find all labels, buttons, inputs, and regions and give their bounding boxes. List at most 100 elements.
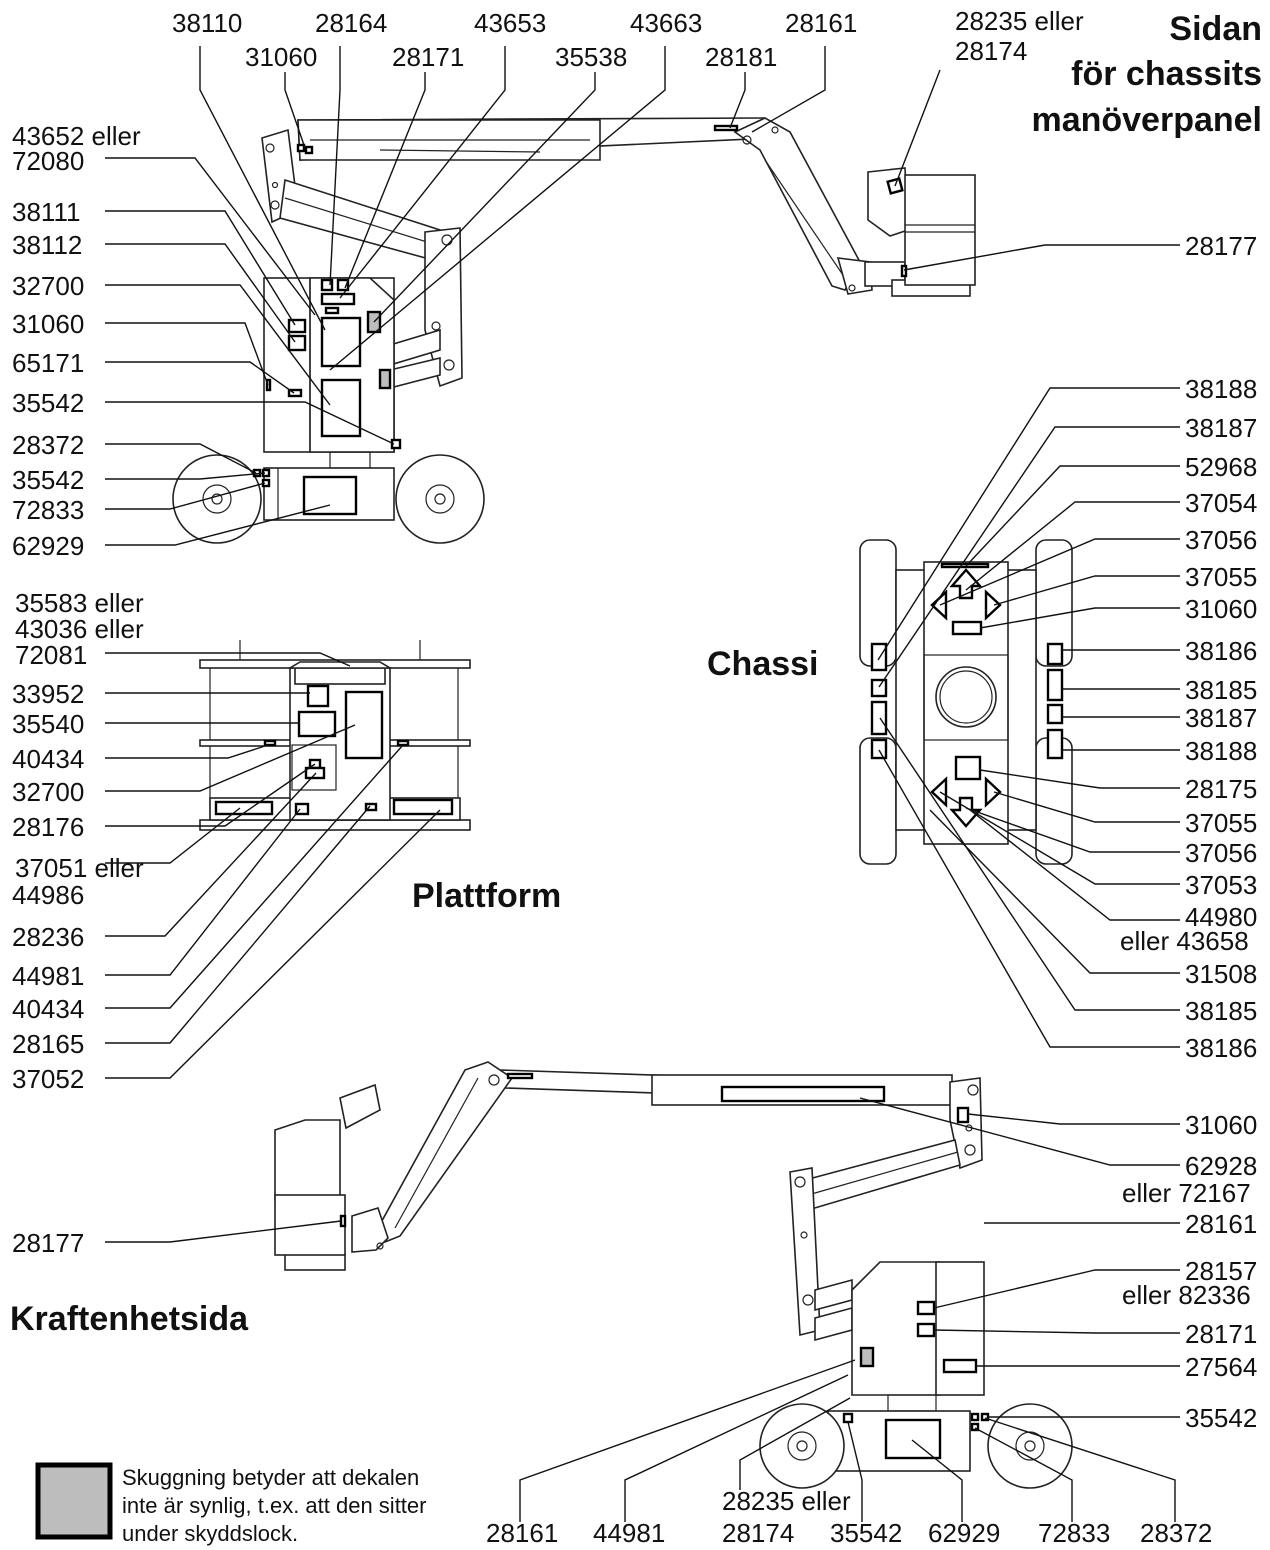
leader-lines	[105, 46, 1180, 1522]
label-28174: 28174	[955, 36, 1027, 66]
chassis-top-view	[859, 539, 1073, 865]
label-28161: 28161	[785, 8, 857, 38]
left-labels-b: 35583 eller 43036 eller 72081 33952 3554…	[12, 588, 144, 1094]
label-62928: 62928	[1185, 1151, 1257, 1181]
right-labels-d: 31060 62928 eller 72167 28161 28157 elle…	[1122, 1110, 1257, 1433]
label-28372: 28372	[12, 430, 84, 460]
label-38185: 38185	[1185, 996, 1257, 1026]
label-27564: 27564	[1185, 1352, 1257, 1382]
label-72833: 72833	[1038, 1518, 1110, 1548]
label-38110: 38110	[172, 8, 242, 38]
label-44981: 44981	[593, 1518, 665, 1548]
label-44986: 44986	[12, 880, 84, 910]
label-62929: 62929	[12, 531, 84, 561]
label-72833: 72833	[12, 495, 84, 525]
label-38187: 38187	[1185, 703, 1257, 733]
label-28236: 28236	[12, 922, 84, 952]
bottom-labels: 28161 44981 28235 eller 28174 35542 6292…	[486, 1486, 1212, 1548]
legend-line-1: Skuggning betyder att dekalen	[122, 1465, 419, 1490]
label-eller-82336: eller 82336	[1122, 1280, 1251, 1310]
label-35540: 35540	[12, 709, 84, 739]
label-28235-eller: 28235 eller	[955, 6, 1084, 36]
label-37056: 37056	[1185, 525, 1257, 555]
label-31060: 31060	[1185, 1110, 1257, 1140]
label-43036-eller: 43036 eller	[15, 614, 144, 644]
legend-line-2: inte är synlig, t.ex. att den sitter	[122, 1493, 426, 1518]
label-28181: 28181	[705, 42, 777, 72]
label-31060: 31060	[245, 42, 317, 72]
label-eller-43658: eller 43658	[1120, 926, 1249, 956]
label-43652-eller: 43652 eller	[12, 121, 141, 151]
left-labels-a: 43652 eller 72080 38111 38112 32700 3106…	[12, 121, 141, 561]
legend: Skuggning betyder att dekalen inte är sy…	[35, 1462, 426, 1546]
label-33952: 33952	[12, 679, 84, 709]
label-35583-eller: 35583 eller	[15, 588, 144, 618]
label-37053: 37053	[1185, 870, 1257, 900]
label-37056: 37056	[1185, 838, 1257, 868]
label-28157: 28157	[1185, 1256, 1257, 1286]
machine-side-view-power-unit	[274, 1061, 1073, 1489]
label-28161: 28161	[1185, 1209, 1257, 1239]
label-44980: 44980	[1185, 902, 1257, 932]
label-28171: 28171	[1185, 1319, 1257, 1349]
label-37054: 37054	[1185, 488, 1257, 518]
label-28177: 28177	[1185, 231, 1257, 261]
label-38185: 38185	[1185, 675, 1257, 705]
title-manoverpanel: manöverpanel	[1031, 101, 1262, 139]
label-52968: 52968	[1185, 452, 1257, 482]
label-65171: 65171	[12, 348, 84, 378]
label-32700: 32700	[12, 777, 84, 807]
label-28235-eller: 28235 eller	[722, 1486, 851, 1516]
label-37055: 37055	[1185, 562, 1257, 592]
label-35542: 35542	[830, 1518, 902, 1548]
right-labels-c: 38188 38187 52968 37054 37056 37055 3106…	[1120, 374, 1257, 1063]
section-titles: Sidan för chassits manöverpanel Chassi P…	[10, 10, 1262, 1338]
title-kraftenhetsida: Kraftenhetsida	[10, 1300, 249, 1338]
label-40434: 40434	[12, 994, 84, 1024]
right-labels-a: 28177	[1185, 231, 1257, 261]
title-plattform: Plattform	[412, 877, 561, 915]
label-28161: 28161	[486, 1518, 558, 1548]
legend-shaded-swatch	[35, 1462, 113, 1540]
label-28165: 28165	[12, 1029, 84, 1059]
label-72080: 72080	[12, 146, 84, 176]
label-28171: 28171	[392, 42, 464, 72]
label-62929: 62929	[928, 1518, 1000, 1548]
label-28372: 28372	[1140, 1518, 1212, 1548]
platform-view	[199, 640, 471, 831]
label-31060: 31060	[1185, 594, 1257, 624]
label-43653: 43653	[474, 8, 546, 38]
label-38188: 38188	[1185, 736, 1257, 766]
top-labels: 38110 31060 28164 28171 43653 35538 4366…	[172, 6, 1084, 72]
label-32700: 32700	[12, 271, 84, 301]
label-28174: 28174	[722, 1518, 794, 1548]
label-44981: 44981	[12, 961, 84, 991]
title-sidan: Sidan	[1169, 10, 1262, 48]
label-28176: 28176	[12, 812, 84, 842]
label-eller-72167: eller 72167	[1122, 1178, 1251, 1208]
label-43663: 43663	[630, 8, 702, 38]
label-38187: 38187	[1185, 413, 1257, 443]
label-31060: 31060	[12, 309, 84, 339]
legend-line-3: under skyddslock.	[122, 1521, 298, 1546]
machine-side-view-chassis-panel	[172, 117, 976, 544]
label-28175: 28175	[1185, 774, 1257, 804]
label-31508: 31508	[1185, 959, 1257, 989]
label-35542: 35542	[12, 465, 84, 495]
label-37051-eller: 37051 eller	[15, 853, 144, 883]
label-38186: 38186	[1185, 1033, 1257, 1063]
label-38112: 38112	[12, 230, 82, 260]
label-38188: 38188	[1185, 374, 1257, 404]
title-chassi: Chassi	[707, 645, 819, 683]
label-37055: 37055	[1185, 808, 1257, 838]
label-37052: 37052	[12, 1064, 84, 1094]
label-35542: 35542	[12, 388, 84, 418]
left-labels-d: 28177	[12, 1228, 84, 1258]
label-28177: 28177	[12, 1228, 84, 1258]
label-28164: 28164	[315, 8, 387, 38]
label-35542: 35542	[1185, 1403, 1257, 1433]
label-38111: 38111	[12, 197, 80, 227]
label-40434: 40434	[12, 744, 84, 774]
label-72081: 72081	[15, 640, 87, 670]
